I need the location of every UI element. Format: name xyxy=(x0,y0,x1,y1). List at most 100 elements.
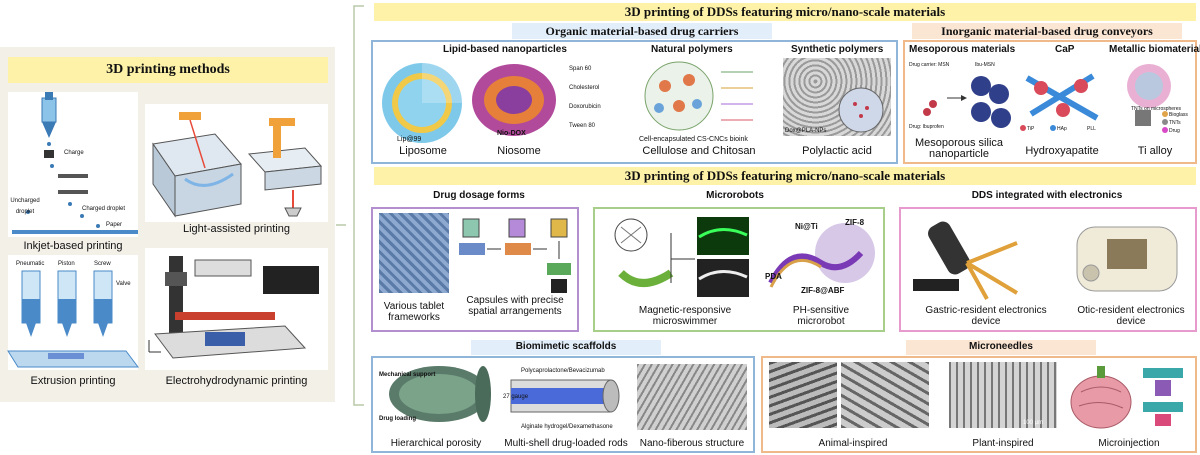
ehd-printing-label: Electrohydrodynamic printing xyxy=(165,375,308,387)
robot-label-zif8: ZIF-8 xyxy=(845,218,865,227)
ph-microrobot-illustration xyxy=(768,223,875,288)
liposome-image-label: Lip@99 xyxy=(397,136,422,143)
animal-sem-image-2 xyxy=(841,362,929,428)
niosome-legend: Span 60 Cholesterol Doxorubicin Tween 80 xyxy=(561,64,631,132)
top-row-title: 3D printing of DDSs featuring micro/nano… xyxy=(374,3,1196,21)
otic-device-illustration xyxy=(1076,226,1178,292)
ti-label-bioglass: Bioglass xyxy=(1169,112,1188,118)
ti-label-drug: Drug xyxy=(1169,128,1180,134)
extrusion-callout-screw: Screw xyxy=(94,261,111,267)
caption-cellulose: Cellulose and Chitosan xyxy=(642,145,756,157)
cellulose-image-label: Cell-encapsulated CS-CNCs bioink xyxy=(639,136,748,143)
inkjet-callout-uncharged: Uncharged droplet xyxy=(10,198,40,215)
electronics-title: DDS integrated with electronics xyxy=(971,190,1123,201)
niosome-image-label: Nio-DOX xyxy=(497,130,526,137)
inkjet-printing-illustration: Charge Uncharged droplet Charged droplet… xyxy=(8,92,138,237)
light-printing-illustration xyxy=(145,104,328,222)
extrusion-callout-pneumatic: Pneumatic xyxy=(16,261,45,267)
inkjet-callout-paper: Paper xyxy=(106,222,123,228)
msn-label-ibu: Ibu-MSN xyxy=(975,62,995,68)
caption-otic: Otic-resident electronics device xyxy=(1077,305,1185,327)
caption-ph-microrobot: PH-sensitive microrobot xyxy=(792,305,850,327)
caption-plant: Plant-inspired xyxy=(972,438,1034,449)
caption-nanofiber: Nano-fiberous structure xyxy=(639,438,745,449)
cellulose-illustration xyxy=(644,61,753,131)
inkjet-printing-label: Inkjet-based printing xyxy=(23,240,123,252)
left-panel-title: 3D printing methods xyxy=(8,57,328,83)
plant-sem-image xyxy=(949,362,1057,428)
microinjection-illustration xyxy=(1070,366,1183,429)
bio-label-alginate: Alginate hydrogel/Dexamethasone xyxy=(521,424,613,430)
caption-msn: Mesoporous silica nanoparticle xyxy=(914,137,1004,160)
caption-hydroxyapatite: Hydroxyapatite xyxy=(1025,145,1099,157)
inorganic-title: Inorganic material-based drug conveyors xyxy=(912,23,1182,39)
robot-label-zif8abf: ZIF-8@ABF xyxy=(801,286,845,295)
cap-label-hap: HAp xyxy=(1057,126,1067,132)
inorganic-heading-metallic: Metallic biomaterials xyxy=(1109,44,1200,55)
legend-span60: Span 60 xyxy=(569,66,592,72)
caption-microswimmer: Magnetic-responsive microswimmer xyxy=(638,305,732,327)
animal-sem-image-1 xyxy=(769,362,837,428)
plant-scale-label: 100 μm xyxy=(1023,420,1044,426)
gastric-device-illustration xyxy=(913,221,1019,300)
microneedles-title: Microneedles xyxy=(969,341,1033,352)
caption-hierarchical: Hierarchical porosity xyxy=(390,438,482,449)
inkjet-callout-charged: Charged droplet xyxy=(82,206,126,212)
microrobots-title: Microrobots xyxy=(706,190,764,201)
cap-label-pll: PLL xyxy=(1087,126,1096,132)
microneedles-title-band xyxy=(906,340,1096,355)
microneedles-box: 100 μm Animal-inspired Plant-inspired Mi… xyxy=(761,356,1197,453)
caption-capsules: Capsules with precise spatial arrangemen… xyxy=(466,295,564,317)
inorganic-box: Mesoporous materials CaP Metallic biomat… xyxy=(903,40,1200,164)
pla-image-label: Dox@PLA-NPs xyxy=(785,128,827,134)
legend-tween80: Tween 80 xyxy=(569,123,596,129)
microrobots-box: Ni@Ti ZIF-8 PDA ZIF-8@ABF Magnetic-respo… xyxy=(593,207,885,332)
hydroxyapatite-illustration xyxy=(1020,73,1099,131)
connector-bracket xyxy=(336,5,364,406)
extrusion-printing-illustration: Pneumatic Piston Screw Valve xyxy=(7,255,139,370)
bio-label-pcl: Polycaprolactone/Bevacizumab xyxy=(521,368,605,374)
capsules-illustration xyxy=(459,218,571,293)
extrusion-callout-valve: Valve xyxy=(116,281,131,287)
inorganic-heading-cap: CaP xyxy=(1055,44,1075,55)
caption-pla: Polylactic acid xyxy=(802,145,872,157)
nanofiber-sem-image xyxy=(637,364,747,430)
caption-niosome: Niosome xyxy=(497,145,541,157)
biomimetic-title-band xyxy=(471,340,661,355)
cap-label-tip: TiP xyxy=(1027,126,1035,132)
ti-label-tnts: TNTs xyxy=(1169,120,1181,126)
caption-multishell: Multi-shell drug-loaded rods xyxy=(504,438,628,449)
robot-label-pda: PDA xyxy=(765,272,782,281)
pla-sem-image xyxy=(783,58,891,136)
msn-illustration xyxy=(923,76,1011,128)
bio-label-drug-loading: Drug loading xyxy=(379,416,416,422)
inorganic-heading-mesoporous: Mesoporous materials xyxy=(909,44,1016,55)
organic-heading-natural: Natural polymers xyxy=(651,44,733,55)
tablet-frameworks-image xyxy=(379,213,449,293)
ti-alloy-illustration xyxy=(1127,64,1171,133)
organic-title: Organic material-based drug carriers xyxy=(512,23,772,39)
caption-gastric: Gastric-resident electronics device xyxy=(925,305,1047,327)
biomimetic-title: Biomimetic scaffolds xyxy=(515,341,617,352)
organic-box: Lipid-based nanoparticles Natural polyme… xyxy=(371,40,898,164)
msn-label-carrier: Drug carrier: MSN xyxy=(909,62,950,68)
bio-label-mechanical: Mechanical support xyxy=(379,372,436,378)
multishell-illustration xyxy=(510,379,620,413)
dosage-title: Drug dosage forms xyxy=(433,190,525,201)
ti-label-tnts-micro: TNTs on microspheres xyxy=(1131,106,1182,112)
organic-heading-synthetic: Synthetic polymers xyxy=(791,44,884,55)
light-printing-label: Light-assisted printing xyxy=(182,223,290,235)
ehd-printing-illustration xyxy=(145,248,328,370)
liposome-illustration xyxy=(382,63,462,143)
biomimetic-box: Mechanical support Drug loading Polycapr… xyxy=(371,356,755,453)
extrusion-callout-piston: Piston xyxy=(58,261,75,267)
legend-doxorubicin: Doxorubicin xyxy=(569,104,601,110)
inkjet-callout-charge: Charge xyxy=(64,150,84,156)
robot-label-niti: Ni@Ti xyxy=(795,222,818,231)
legend-cholesterol: Cholesterol xyxy=(569,85,600,91)
caption-liposome: Liposome xyxy=(399,145,447,157)
caption-microinjection: Microinjection xyxy=(1098,438,1160,449)
hierarchical-illustration xyxy=(389,366,491,422)
dosage-box: Various tablet frameworks Capsules with … xyxy=(371,207,579,332)
middle-row-title: 3D printing of DDSs featuring micro/nano… xyxy=(374,167,1196,185)
